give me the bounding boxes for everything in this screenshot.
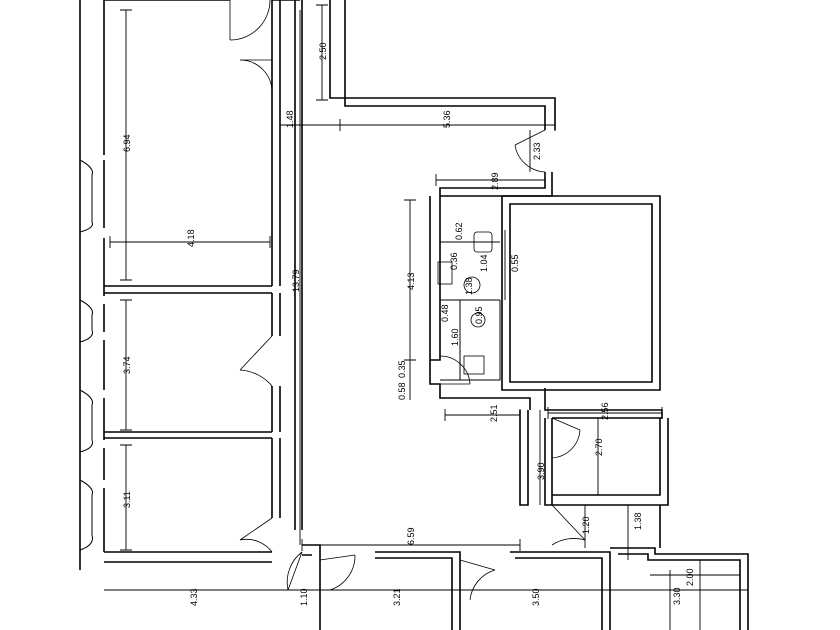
dim-label-0-58: 0.58: [397, 382, 407, 400]
window-recess-3: [79, 389, 93, 453]
cabinet-fixture: [437, 261, 453, 285]
dim-label-1-20: 1.20: [581, 516, 591, 534]
dim-label-1-60: 1.60: [450, 328, 460, 346]
wall-bottom-right: [610, 547, 749, 630]
dim-label-2-51: 2.51: [489, 404, 499, 422]
dim-label-6-94: 6.94: [122, 134, 132, 152]
dim-label-0-36: 0.36: [449, 252, 459, 270]
wall-bath-partitions: [439, 241, 501, 381]
door-bottom-3: [459, 559, 496, 601]
dim-label-2-33: 2.33: [532, 142, 542, 160]
dim-label-1-38-bath: 1.38: [464, 277, 474, 295]
dim-label-13-79: 13.79: [291, 269, 301, 292]
wall-bottom-corridor: [302, 544, 321, 630]
toilet-fixture: [473, 231, 493, 253]
door-top-left-2: [239, 59, 273, 93]
dim-label-3-90: 3.90: [536, 462, 546, 480]
door-room2: [239, 335, 273, 387]
wall-room2-right: [271, 293, 281, 432]
window-recess-2: [79, 299, 93, 343]
dim-label-1-38-right: 1.38: [633, 512, 643, 530]
dim-label-3-21: 3.21: [392, 588, 402, 606]
wall-room3-right: [271, 438, 281, 518]
dim-label-4-13: 4.13: [406, 272, 416, 290]
dim-label-2-50: 2.50: [318, 42, 328, 60]
wall-bottom-room-b: [510, 551, 611, 630]
dim-label-0-62: 0.62: [454, 222, 464, 240]
dimension-labels: 2.50 1.48 5.36 2.33 6.94 4.18 13.79 2.89…: [122, 42, 695, 606]
dim-label-1-04: 1.04: [479, 254, 489, 272]
dim-label-6-59: 6.59: [406, 527, 416, 545]
door-bottom-4: [551, 504, 586, 546]
wall-bottom-room-a: [375, 551, 461, 630]
door-bottom-1: [286, 551, 303, 591]
window-recess-1: [79, 159, 93, 233]
wall-corridor-right: [294, 0, 303, 530]
basin-fixture: [470, 312, 486, 328]
door-mid-corridor: [551, 417, 581, 459]
dim-label-0-55: 0.55: [510, 254, 520, 272]
dim-label-1-48: 1.48: [285, 110, 295, 128]
dim-label-0-35: 0.35: [397, 360, 407, 378]
dim-label-5-36: 5.36: [442, 110, 452, 128]
wall-sep-1: [104, 285, 272, 294]
wall-mid-corridor-right: [544, 418, 553, 506]
dim-label-4-33: 4.33: [189, 588, 199, 606]
dim-label-0-95: 0.95: [474, 306, 484, 324]
door-top-left-1: [229, 0, 271, 41]
window-recess-4: [79, 479, 93, 551]
door-room3: [239, 517, 273, 553]
door-bath: [439, 355, 471, 385]
dim-label-2-56: 2.56: [600, 402, 610, 420]
dimension-lines: [104, 4, 748, 630]
sink-fixture: [463, 276, 481, 294]
wall-mid-corridor-left: [519, 410, 529, 506]
dim-label-2-70: 2.70: [594, 438, 604, 456]
wall-center-block: [429, 196, 441, 361]
dim-label-2-89: 2.89: [490, 172, 500, 190]
bathroom-fixtures: [437, 231, 493, 375]
dim-label-2-00: 2.00: [685, 568, 695, 586]
dim-label-4-18: 4.18: [186, 229, 196, 247]
wall-room-2-56-bottom: [552, 418, 669, 506]
shower-fixture: [463, 355, 485, 375]
dim-label-3-74: 3.74: [122, 356, 132, 374]
dim-label-0-48: 0.48: [440, 304, 450, 322]
wall-sep-2: [104, 431, 272, 439]
wall-large-room: [501, 195, 661, 391]
door-bottom-2: [319, 554, 356, 591]
dim-label-3-50: 3.50: [531, 588, 541, 606]
wall-corridor-left: [271, 0, 281, 286]
wall-bottom-left: [104, 551, 272, 563]
walls: [79, 0, 749, 630]
wall-top-corridor: [329, 0, 556, 130]
doors: [229, 0, 586, 601]
dim-label-3-11: 3.11: [122, 491, 132, 508]
dim-label-1-10: 1.10: [299, 588, 309, 606]
dim-label-3-30: 3.30: [672, 587, 682, 605]
